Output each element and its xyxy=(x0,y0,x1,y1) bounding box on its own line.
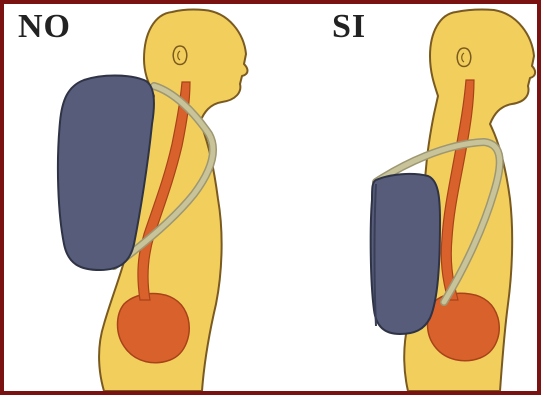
ear-no xyxy=(173,46,187,65)
figure-si xyxy=(371,10,535,391)
ear-si xyxy=(457,48,471,67)
label-no: NO xyxy=(18,10,71,44)
pelvis-no xyxy=(118,293,190,362)
figure-no xyxy=(58,10,248,391)
backpack-si xyxy=(371,174,440,334)
label-si: SI xyxy=(332,10,366,44)
pelvis-si xyxy=(428,293,500,360)
posture-comparison-illustration xyxy=(4,4,537,391)
